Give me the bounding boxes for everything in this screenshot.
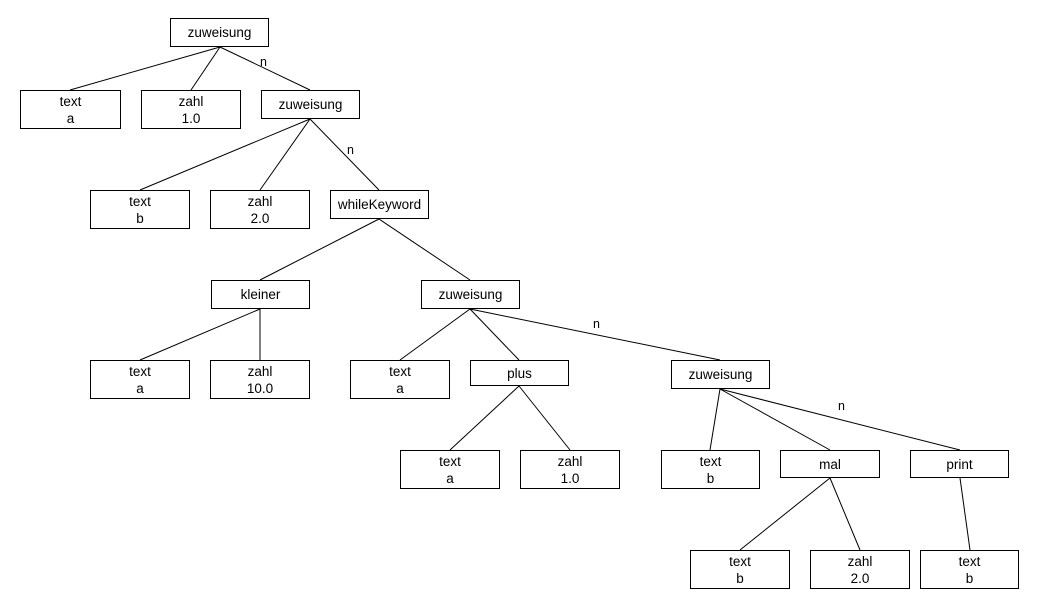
tree-edge xyxy=(709,388,721,451)
tree-node-label: text xyxy=(129,363,151,379)
tree-edge xyxy=(69,46,221,91)
tree-node-value: 1.0 xyxy=(181,110,201,126)
tree-node-label: text xyxy=(439,453,461,469)
tree-edge xyxy=(259,118,311,191)
tree-node-label: text xyxy=(729,553,751,569)
tree-node-label: text xyxy=(699,453,722,469)
tree-node-mal[interactable]: mal xyxy=(780,450,880,478)
tree-node-label: zahl xyxy=(178,93,204,109)
tree-node-label: zahl xyxy=(247,193,273,209)
tree-node-value: b xyxy=(706,470,715,486)
tree-node-value: b xyxy=(736,570,744,586)
tree-node-whilekeyword[interactable]: whileKeyword xyxy=(330,190,429,219)
tree-node-plus[interactable]: plus xyxy=(470,360,569,386)
tree-edge xyxy=(139,118,311,191)
tree-node-value: 1.0 xyxy=(560,470,580,486)
tree-node-label: text xyxy=(129,193,151,209)
tree-node-value: 10.0 xyxy=(246,380,274,396)
tree-edge xyxy=(469,308,520,361)
tree-node-label: mal xyxy=(819,456,841,472)
tree-node-zuweisung[interactable]: zuweisung xyxy=(671,360,770,389)
tree-edge xyxy=(829,477,861,551)
tree-node-label: text xyxy=(958,553,981,569)
tree-node-label: zahl xyxy=(247,363,273,379)
edge-label-n: n xyxy=(593,317,600,331)
tree-node-label: zuweisung xyxy=(688,367,753,382)
tree-node-label: text xyxy=(59,93,82,109)
tree-node-label: whileKeyword xyxy=(337,197,422,212)
edge-label-n: n xyxy=(347,143,354,157)
tree-node-value: b xyxy=(965,570,974,586)
tree-node-value: 2.0 xyxy=(250,210,270,226)
tree-node-kleiner[interactable]: kleiner xyxy=(211,280,310,309)
tree-node-value: a xyxy=(66,110,75,126)
edge-label-n: n xyxy=(260,55,267,69)
tree-edge xyxy=(139,308,261,361)
tree-node-label: zuweisung xyxy=(278,97,343,112)
tree-node-label: zahl xyxy=(557,453,583,469)
tree-node-value: 2.0 xyxy=(850,570,870,586)
tree-edge xyxy=(399,308,471,361)
tree-edge xyxy=(449,385,520,451)
tree-node-label: zuweisung xyxy=(438,287,503,302)
tree-edge xyxy=(309,118,380,191)
tree-node-label: zuweisung xyxy=(187,25,252,40)
tree-node-label: kleiner xyxy=(240,287,281,302)
tree-node-print[interactable]: print xyxy=(910,450,1009,478)
tree-node-zuweisung[interactable]: zuweisung xyxy=(421,280,520,309)
tree-node-zuweisung[interactable]: zuweisung xyxy=(170,18,269,47)
tree-edge xyxy=(719,388,831,451)
tree-node-label: zahl xyxy=(847,553,873,569)
tree-edge xyxy=(378,218,471,281)
tree-node-value: b xyxy=(136,210,144,226)
tree-edge xyxy=(190,46,221,91)
tree-node-zuweisung[interactable]: zuweisung xyxy=(261,90,360,119)
tree-node-value: a xyxy=(446,470,454,486)
edge-label-n: n xyxy=(838,399,845,413)
tree-node-label: print xyxy=(946,456,973,472)
tree-edge xyxy=(959,477,971,551)
tree-node-label: text xyxy=(389,363,411,379)
tree-node-label: plus xyxy=(507,365,532,381)
tree-edge xyxy=(518,385,571,451)
tree-node-value: a xyxy=(136,380,144,396)
tree-node-value: a xyxy=(396,380,404,396)
